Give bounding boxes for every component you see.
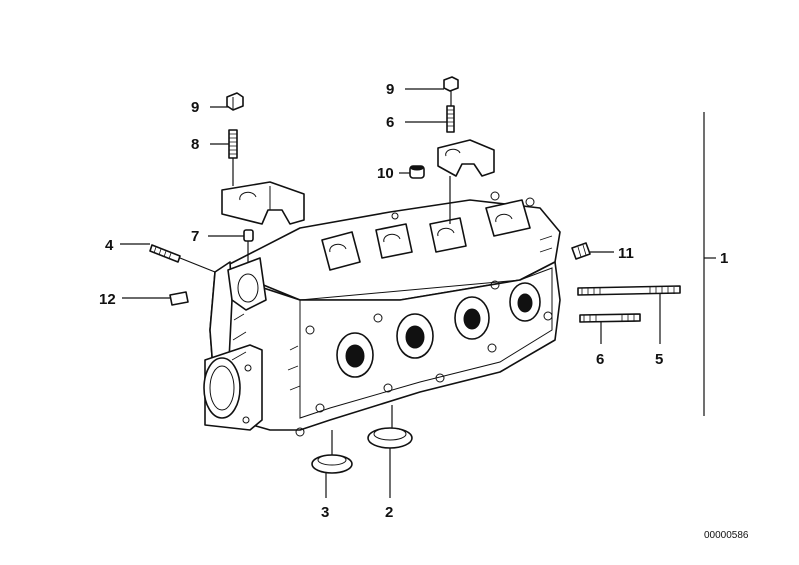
callout-4: 4: [105, 237, 114, 254]
cylinder-head: [203, 191, 561, 437]
document-id: 00000586: [704, 530, 749, 541]
stud-part-6-right: [579, 313, 641, 323]
callout-9-right: 9: [386, 81, 394, 98]
callout-5: 5: [655, 351, 663, 368]
stud-part-8: [228, 129, 238, 159]
dowel-sleeve-part-7: [243, 229, 254, 242]
plug-part-11: [571, 242, 591, 260]
callout-6-top: 6: [386, 114, 394, 131]
leader-lines: [120, 88, 716, 498]
stud-part-4: [149, 244, 181, 263]
callout-labels: 9 8 7 4 12 9 6 10 11 1 6 5 2 3: [99, 81, 728, 521]
bolt-part-9-left: [226, 92, 244, 111]
bearing-cap-left: [221, 181, 305, 225]
callout-3: 3: [321, 504, 329, 521]
callout-12: 12: [99, 291, 116, 308]
flange-bolt-holes: [295, 280, 553, 437]
callout-6-right: 6: [596, 351, 604, 368]
callout-10: 10: [377, 165, 394, 182]
callout-8: 8: [191, 136, 199, 153]
bolt-part-9-right: [443, 76, 459, 92]
sleeve-part-12: [169, 291, 189, 306]
stud-part-5: [577, 285, 681, 296]
valve-stem-seal-part-10: [409, 165, 425, 179]
bearing-cap-right: [437, 139, 495, 177]
cam-towers: [321, 191, 535, 271]
thermostat-housing: [203, 344, 263, 431]
stud-part-6-top: [446, 105, 455, 133]
callout-9-left: 9: [191, 99, 199, 116]
callout-7: 7: [191, 228, 199, 245]
callout-2: 2: [385, 504, 393, 521]
sealing-ring-part-3: [311, 454, 353, 474]
callout-11: 11: [618, 245, 634, 262]
sealing-ring-part-2: [367, 427, 413, 449]
ports: [336, 282, 541, 378]
callout-1: 1: [720, 250, 728, 267]
